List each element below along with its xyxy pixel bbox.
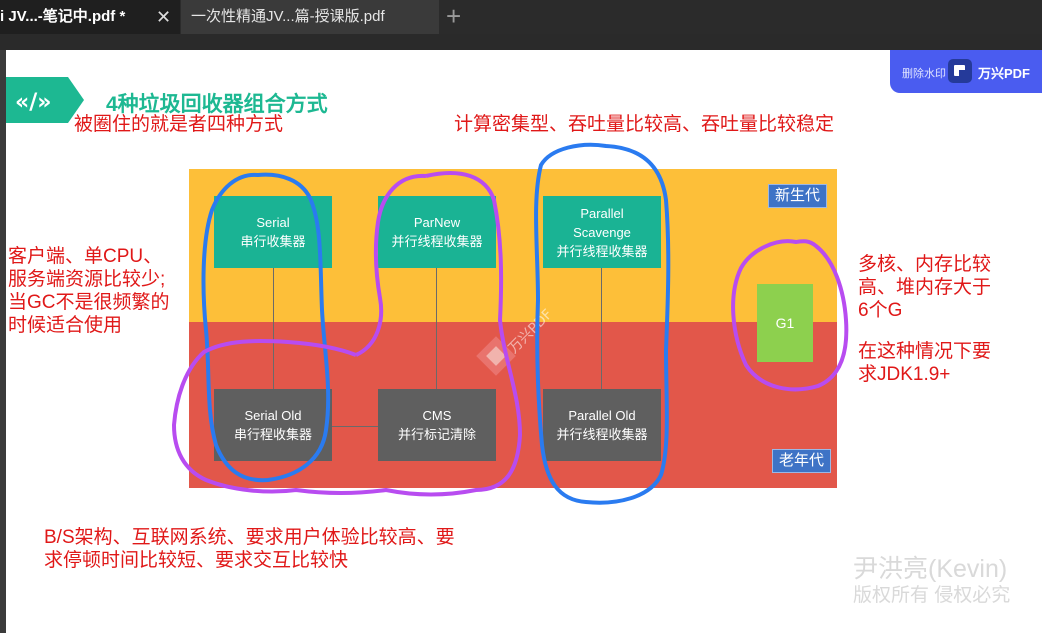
pdf-page: 删除水印 万兴PDF «/» 4种垃圾回收器组合方式 被圈住的就是者四种方式 计… (6, 50, 1042, 633)
collector-desc: 串行收集器 (240, 234, 306, 249)
connector-serialold-cms (332, 426, 378, 427)
collector-name: Scavenge (573, 224, 631, 240)
tab-notes-pdf[interactable]: i JV...-笔记中.pdf * ✕ (0, 0, 180, 34)
connector-parnew (436, 268, 437, 389)
note-line: 在这种情况下要 (858, 341, 992, 362)
purple-circle-g1 (731, 239, 849, 392)
note-line: 高、堆内存大于 (858, 277, 992, 298)
plus-icon[interactable]: + (446, 1, 462, 31)
collector-name: Parallel Old (568, 408, 636, 423)
note-line: 求停顿时间比较短、要求交互比较快 (44, 550, 349, 571)
close-icon[interactable]: ✕ (156, 7, 172, 27)
connector-serial (273, 268, 274, 389)
collector-desc: 并行标记清除 (397, 427, 476, 442)
pdf-watermark-logo: 万兴PDF (476, 306, 556, 376)
young-gen-label: 新生代 (768, 184, 828, 208)
tab-label: 一次性精通JV...篇-授课版.pdf (191, 8, 385, 25)
g1-note: 多核、内存比较 高、堆内存大于 6个G 在这种情况下要 求JDK1.9+ (858, 253, 991, 386)
note-line: 客户端、单CPU、 (8, 246, 163, 267)
circled-note: 被圈住的就是者四种方式 (74, 114, 284, 135)
collector-desc: 并行线程收集器 (556, 427, 648, 442)
note-line: 当GC不是很频繁的 (8, 292, 170, 313)
collector-name: ParNew (413, 215, 461, 230)
connector-parallel (601, 268, 602, 389)
author-name: 尹洪亮(Kevin) (853, 555, 1008, 583)
collector-name: Serial Old (244, 408, 302, 423)
throughput-note: 计算密集型、吞吐量比较高、吞吐量比较稳定 (454, 114, 835, 135)
tab-label: i JV...-笔记中.pdf * (0, 8, 126, 25)
collector-cms: CMS 并行标记清除 (378, 389, 496, 461)
collector-name: CMS (422, 408, 452, 423)
svg-text:«/»: «/» (15, 90, 51, 115)
collector-desc: 并行线程收集器 (391, 234, 483, 249)
collector-name: Parallel (580, 205, 624, 221)
author-watermark: 尹洪亮(Kevin) 版权所有 侵权必究 (853, 555, 1010, 608)
old-gen-label: 老年代 (772, 449, 832, 473)
collector-name: Serial (256, 215, 290, 230)
ink-annotations (171, 142, 849, 505)
note-line: 服务端资源比较少; (8, 269, 166, 290)
toolbar-strip (0, 34, 1042, 50)
tab-course-pdf[interactable]: 一次性精通JV...篇-授课版.pdf (181, 0, 439, 34)
client-note: 客户端、单CPU、 服务端资源比较少; 当GC不是很频繁的 时候适合使用 (8, 245, 170, 337)
note-line: 时候适合使用 (8, 315, 123, 336)
collector-parallel-scavenge: Parallel Scavenge 并行线程收集器 (543, 196, 661, 268)
purple-circle-parnew (171, 171, 523, 497)
blue-circle-serial (201, 172, 331, 483)
blue-circle-parallel (534, 142, 671, 505)
gc-diagram: 新生代 老年代 Serial 串行收集器 ParNew 并行线程收集器 Para… (189, 169, 837, 488)
collector-parnew: ParNew 并行线程收集器 (378, 196, 496, 268)
collector-desc: 串行程收集器 (233, 427, 312, 442)
collector-serial-old: Serial Old 串行程收集器 (214, 389, 332, 461)
wondershare-logo-icon (948, 59, 972, 83)
remove-watermark-button[interactable]: 删除水印 万兴PDF (890, 50, 1042, 93)
collector-name: G1 (775, 314, 795, 331)
note-line: 6个G (858, 300, 903, 321)
copyright-text: 版权所有 侵权必究 (853, 585, 1011, 606)
note-line: 多核、内存比较 (858, 254, 992, 275)
code-icon: «/» (6, 77, 84, 123)
brand-name: 万兴PDF (978, 66, 1031, 81)
slide-title: 4种垃圾回收器组合方式 (106, 93, 328, 116)
note-line: 求JDK1.9+ (858, 364, 951, 385)
bs-note: B/S架构、互联网系统、要求用户体验比较高、要 求停顿时间比较短、要求交互比较快 (44, 526, 455, 572)
remove-watermark-label: 删除水印 (902, 68, 946, 80)
tab-bar: i JV...-笔记中.pdf * ✕ 一次性精通JV...篇-授课版.pdf … (0, 0, 1042, 34)
collector-parallel-old: Parallel Old 并行线程收集器 (543, 389, 661, 461)
collector-g1: G1 (757, 284, 813, 362)
collector-desc: 并行线程收集器 (556, 243, 648, 259)
note-line: B/S架构、互联网系统、要求用户体验比较高、要 (44, 527, 455, 548)
